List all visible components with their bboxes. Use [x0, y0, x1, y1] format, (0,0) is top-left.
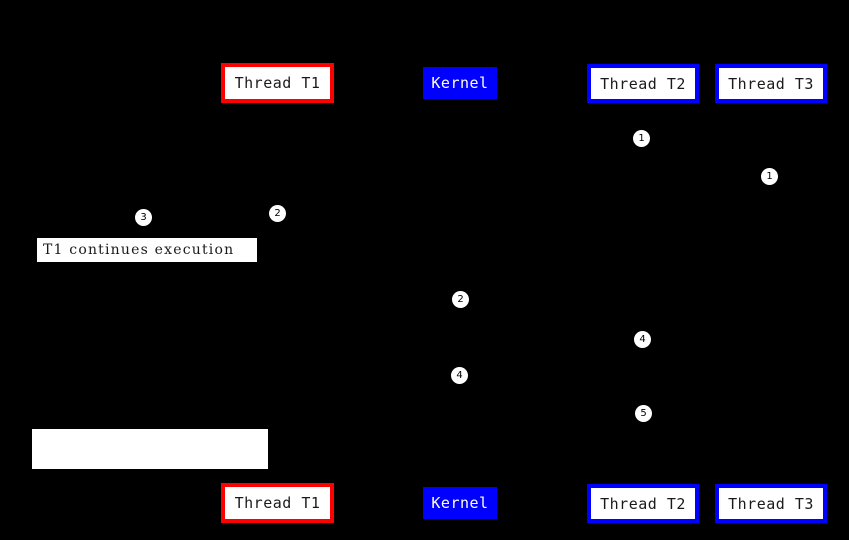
- step-bullet-t3-1: 1: [761, 168, 778, 185]
- step-number: 2: [274, 208, 281, 219]
- participant-label: Thread T2: [600, 74, 686, 93]
- step-number: 5: [640, 408, 647, 419]
- step-number: 1: [638, 133, 645, 144]
- participant-thread-t2-top[interactable]: Thread T2: [587, 64, 699, 103]
- message-arrow: [277, 376, 460, 377]
- participant-label: Kernel: [431, 494, 489, 512]
- step-number: 2: [457, 294, 464, 305]
- participant-label: Thread T2: [600, 494, 686, 513]
- step-bullet-note-3: 3: [135, 209, 152, 226]
- participant-label: Thread T3: [728, 494, 814, 513]
- participant-thread-t2-bottom[interactable]: Thread T2: [587, 484, 699, 523]
- lifeline-thread-t2: [643, 103, 644, 484]
- step-bullet-kernel-4: 4: [451, 367, 468, 384]
- participant-label: Thread T1: [234, 74, 321, 92]
- step-number: 3: [140, 212, 147, 223]
- participant-label: Kernel: [431, 74, 489, 92]
- note-blank-bottom: [32, 429, 268, 469]
- step-number: 4: [639, 334, 646, 345]
- lifeline-thread-t1: [277, 103, 278, 483]
- participant-thread-t1-bottom[interactable]: Thread T1: [221, 483, 334, 523]
- message-arrow: [460, 414, 643, 415]
- message-arrow: [277, 177, 771, 178]
- step-bullet-t1-2: 2: [269, 205, 286, 222]
- participant-thread-t1-top[interactable]: Thread T1: [221, 63, 334, 103]
- participant-thread-t3-top[interactable]: Thread T3: [715, 64, 827, 103]
- step-bullet-t2-4: 4: [634, 331, 651, 348]
- message-arrow: [277, 139, 643, 140]
- step-bullet-t2-5: 5: [635, 405, 652, 422]
- step-bullet-kernel-2: 2: [452, 291, 469, 308]
- note-t1-continues-execution: T1 continues execution: [36, 237, 258, 263]
- step-number: 1: [766, 171, 773, 182]
- note-text: T1 continues execution: [43, 242, 235, 258]
- message-arrow: [460, 340, 643, 341]
- participant-kernel-bottom[interactable]: Kernel: [423, 487, 497, 519]
- step-bullet-t2-1: 1: [633, 130, 650, 147]
- lifeline-thread-t3: [771, 103, 772, 484]
- message-arrow: [277, 214, 460, 215]
- participant-thread-t3-bottom[interactable]: Thread T3: [715, 484, 827, 523]
- message-arrow: [277, 300, 460, 301]
- participant-kernel-top[interactable]: Kernel: [423, 67, 497, 99]
- participant-label: Thread T1: [234, 494, 321, 512]
- step-number: 4: [456, 370, 463, 381]
- participant-label: Thread T3: [728, 74, 814, 93]
